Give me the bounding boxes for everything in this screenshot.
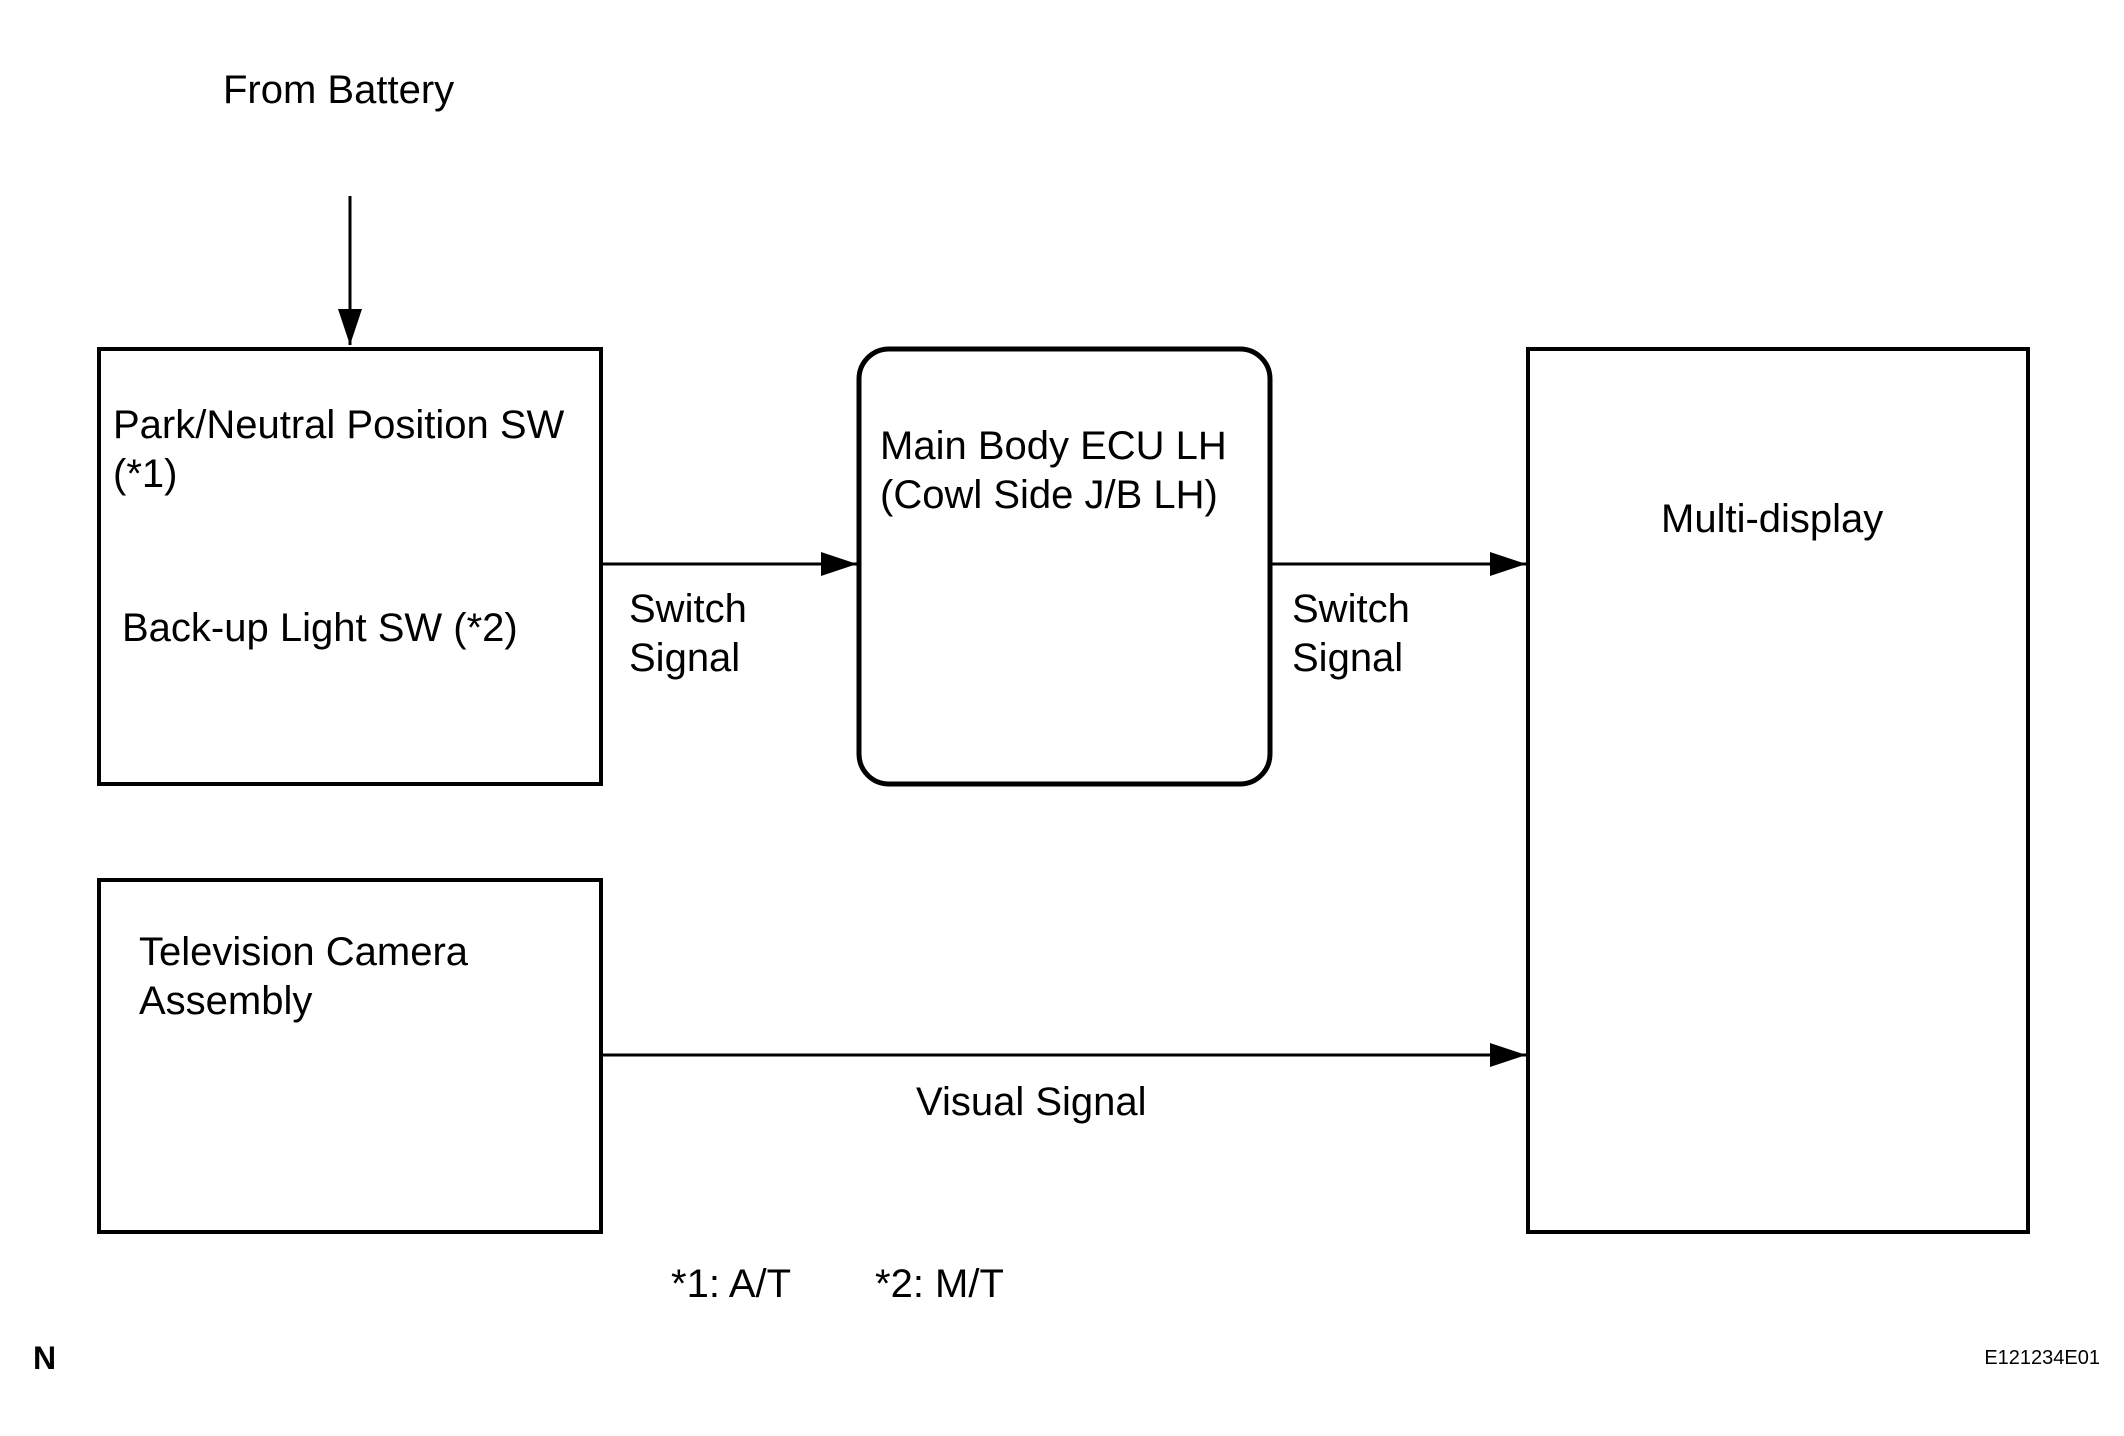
camera-box-line2: Assembly — [139, 979, 313, 1023]
switch-box-line1: Park/Neutral Position SW — [113, 403, 565, 447]
note-mt: *2: M/T — [875, 1262, 1004, 1306]
visual-signal-label: Visual Signal — [916, 1080, 1147, 1124]
corner-letter: N — [33, 1340, 57, 1376]
display-box-label: Multi-display — [1661, 497, 1884, 541]
switch-signal-1-line2: Signal — [629, 636, 741, 680]
note-at: *1: A/T — [671, 1262, 792, 1306]
switch-signal-2-line1: Switch — [1292, 587, 1410, 631]
switch-signal-2-line2: Signal — [1292, 636, 1404, 680]
from-battery-label: From Battery — [223, 68, 455, 112]
switch-box-line3: Back-up Light SW (*2) — [122, 606, 518, 650]
camera-box-line1: Television Camera — [139, 930, 469, 974]
switch-box — [97, 347, 603, 786]
switch-box-line2: (*1) — [113, 452, 178, 496]
ecu-box-line1: Main Body ECU LH — [880, 424, 1227, 468]
switch-signal-1-line1: Switch — [629, 587, 747, 631]
ecu-box — [856, 346, 1273, 787]
display-box — [1526, 347, 2030, 1234]
figure-id: E121234E01 — [1984, 1347, 2100, 1369]
ecu-box-line2: (Cowl Side J/B LH) — [880, 473, 1218, 517]
